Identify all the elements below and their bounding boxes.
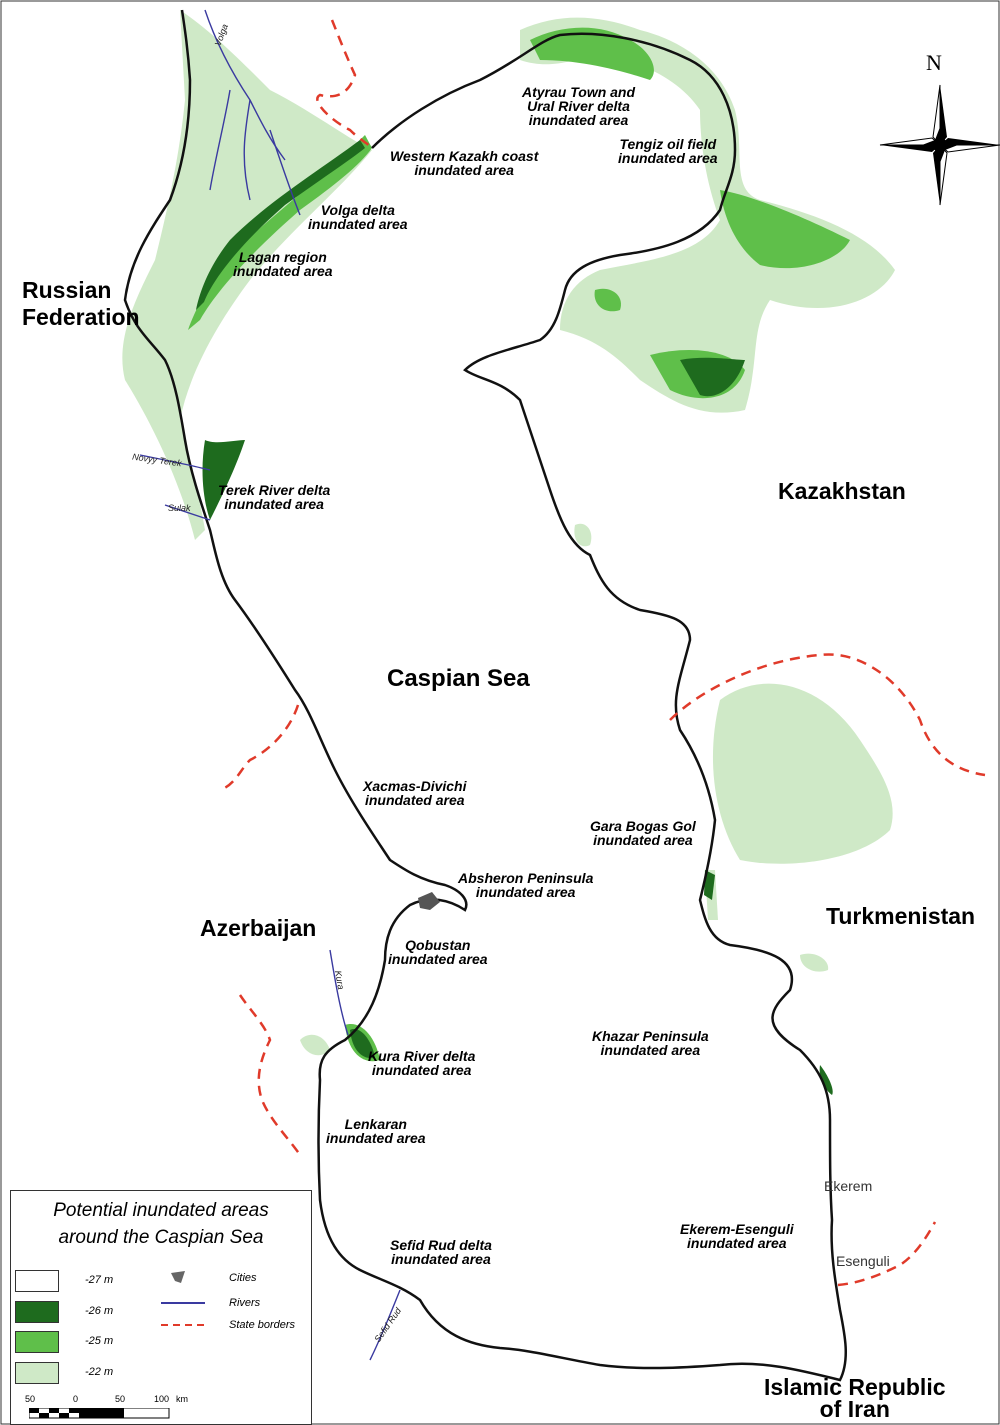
map-legend: Potential inundated areas around the Cas… [10,1190,312,1425]
label-khazar: Khazar Peninsula inundated area [592,1028,709,1058]
sefid-rud-river [369,1289,401,1361]
country-turkmenistan: Turkmenistan [826,903,976,929]
kazakhstan-turkmenistan-border [669,653,986,777]
town-esenguli: Esenguli [836,1253,890,1269]
legend-swatch-25m [15,1331,59,1353]
label-sefid-rud: Sefid Rud delta inundated area [390,1237,492,1267]
kura-coast-patch [300,1034,330,1056]
buzachi-dark [680,357,745,397]
label-terek: Terek River delta inundated area [218,482,331,512]
legend-swatch-27m [15,1270,59,1292]
city-markers [418,892,440,910]
legend-label-26m: -26 m [85,1305,114,1317]
legend-swatch-26m [15,1301,59,1323]
scale-label-km: km [176,1394,188,1404]
legend-label-27m: -27 m [85,1274,114,1286]
gara-bogas-gol-zone [712,683,893,864]
legend-city-icon [171,1271,185,1283]
label-xacmas: Xacmas-Divichi inundated area [363,778,467,808]
label-kura: Kura River delta inundated area [368,1048,476,1078]
volga-lagan-band [188,135,372,330]
legend-swatch-22m [15,1362,59,1384]
scale-label-50-left: 50 [25,1394,36,1404]
legend-cities-label: Cities [229,1272,257,1284]
turkmenistan-iran-border [837,1221,937,1287]
legend-borders-label: State borders [229,1319,296,1331]
compass-rose [879,84,1000,206]
legend-symbols [161,1271,205,1326]
volga-branch-3 [209,89,231,191]
scale-label-50: 50 [115,1394,126,1404]
baku-city-marker [418,892,440,910]
scale-label-0: 0 [73,1394,79,1404]
label-lagan: Lagan region inundated area [233,249,333,279]
caspian-coastline [123,9,848,1382]
country-russia: Russian Federation [22,277,140,330]
country-iran: Islamic Republic of Iran [764,1374,946,1422]
volga-dark-band [196,140,365,310]
label-lenkaran: Lenkaran inundated area [326,1116,426,1146]
label-tengiz: Tengiz oil field inundated area [618,136,718,166]
russia-kazakhstan-border [316,19,374,149]
gara-bogas-dark [704,870,715,900]
rivers [139,9,401,1361]
country-azerbaijan: Azerbaijan [200,915,317,941]
legend-label-22m: -22 m [85,1366,114,1378]
inundation-25m [188,27,850,1062]
scale-label-100: 100 [154,1394,170,1404]
atyrau-band [530,27,654,80]
state-borders [219,19,986,1287]
terek-delta-dark [202,440,245,520]
label-western-kazakh: Western Kazakh coast inundated area [390,148,539,178]
kura-river [329,949,349,1036]
russia-azerbaijan-border [219,704,300,792]
ne-inlet-band [594,288,621,312]
label-ekerem-esenguli: Ekerem-Esenguli inundated area [680,1221,794,1251]
sea-label: Caspian Sea [387,665,530,692]
turkmen-coast-patch [800,953,829,972]
legend-title: Potential inundated areas around the Cas… [53,1200,269,1248]
tengiz-band [720,190,850,269]
east-shore-patch [574,523,592,547]
label-atyrau: Atyrau Town and Ural River delta inundat… [522,84,636,128]
volga-branch-1 [243,99,251,201]
country-kazakhstan: Kazakhstan [778,478,906,504]
scale-bar [29,1408,170,1419]
novy-terek-river [139,454,211,471]
legend-label-25m: -25 m [85,1335,114,1347]
label-volga: Volga delta inundated area [308,202,408,232]
town-ekerem: Ekerem [824,1178,873,1194]
sulak-river [164,504,211,521]
azerbaijan-iran-border [238,994,302,1156]
kura-dark [350,1029,375,1059]
volga-branch-2 [269,129,301,216]
northeast-shore-zone [520,17,895,413]
khazar-dark [819,1065,833,1095]
label-qobustan: Qobustan inundated area [388,937,488,967]
label-gara-bogas: Gara Bogas Gol inundated area [590,818,696,848]
label-absheron: Absheron Peninsula inundated area [458,870,594,900]
river-label-sulak: Sulak [168,503,191,513]
inundation-26m [196,140,833,1095]
legend-rivers-label: Rivers [229,1297,261,1309]
north-label: N [926,50,942,75]
volga-river [204,9,286,161]
